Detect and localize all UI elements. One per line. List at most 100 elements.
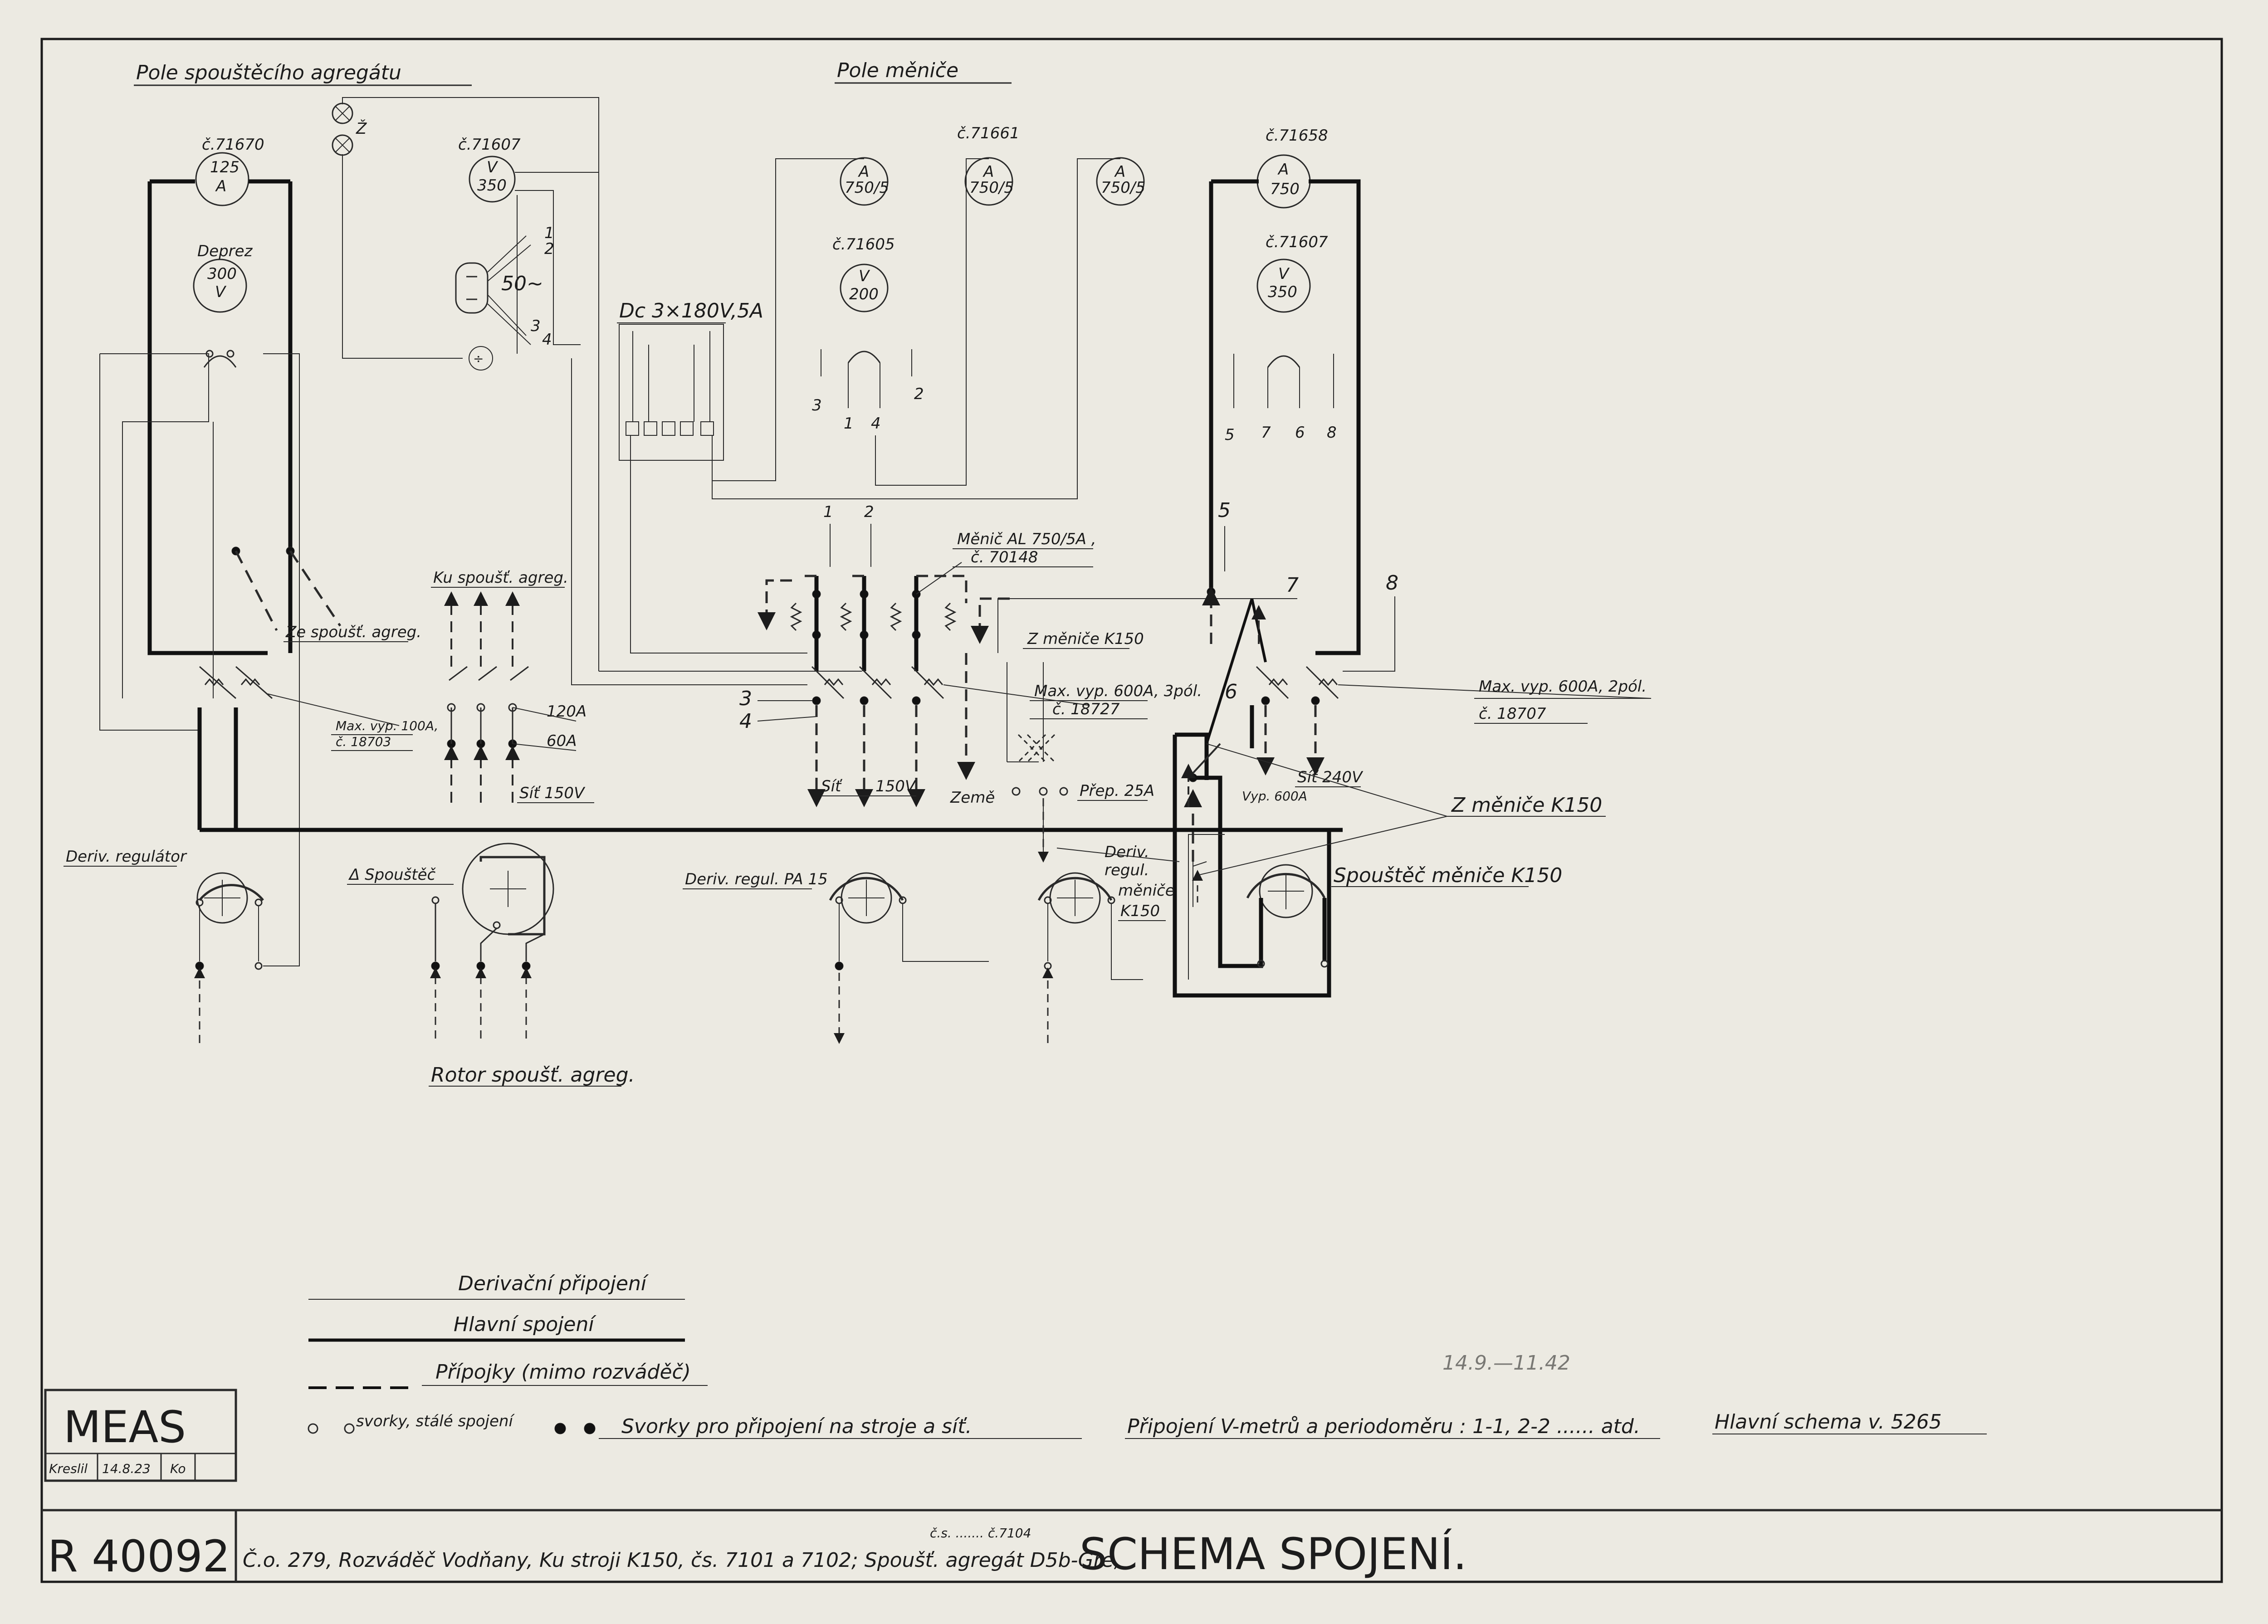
voltmeter-200v-value: 200: [849, 285, 879, 303]
freq-wire: [487, 235, 531, 345]
right-terminal-8: 8: [1327, 424, 1337, 442]
derivation-wire: [99, 354, 200, 731]
max-vyp-600-2pol-label: Max. vyp. 600A, 2pól.: [1479, 678, 1647, 696]
main-wire: [1175, 732, 1209, 780]
voltmeter-terminal-4: 4: [871, 415, 881, 433]
leader-line: [916, 562, 962, 595]
terminal-dot: [1261, 696, 1270, 705]
voltmeter-350v-right-number: č.71607: [1266, 233, 1328, 251]
ammeter-750-5-c-unit: A: [1114, 163, 1125, 181]
sit-240-label: Síť 240V: [1297, 768, 1364, 786]
drawing-number: R 40092: [48, 1531, 230, 1582]
legend-svorky-pripojeni-label: Svorky pro připojení na stroje a síť.: [621, 1415, 972, 1438]
shunt-element: [700, 421, 714, 436]
breaker-contact: [1256, 666, 1339, 699]
meter-wire: [821, 349, 912, 408]
legend-open-terminal: [344, 1423, 355, 1434]
terminal-open: [1257, 960, 1265, 968]
main-wire: [1259, 898, 1327, 961]
voltmeter-terminal-1: 1: [844, 415, 854, 433]
voltmeter-350v-right-icon: [1256, 258, 1311, 313]
voltmeter-300v-value: 300: [207, 265, 237, 283]
terminal-dot: [476, 961, 485, 970]
num-8: 8: [1386, 571, 1398, 595]
ammeter-750-5-b-value: 750/5: [969, 179, 1014, 197]
terminal-dot: [835, 961, 844, 970]
ammeter-750a-number: č.71658: [1266, 127, 1328, 145]
fuse-icon: [469, 346, 493, 371]
zeme-label: Země: [950, 789, 995, 807]
derivation-wire: [1007, 662, 1044, 762]
voltmeter-200v-icon: [840, 263, 889, 312]
meter-wire: [1233, 354, 1334, 408]
current-transformer-icon: [790, 602, 802, 631]
voltmeter-350v-right-value: 350: [1268, 283, 1297, 301]
starter-k150-icon: [1259, 864, 1313, 918]
center-section-title: Pole měniče: [837, 59, 958, 82]
derivation-wire: [342, 154, 463, 359]
rheostat-arc: [199, 884, 264, 901]
terminal-dot: [1311, 696, 1320, 705]
drawing-date: 14.8.23: [102, 1461, 151, 1476]
main-wire: [1173, 735, 1331, 998]
ammeter-125a-number: č.71670: [202, 136, 264, 154]
company-name: MEAS: [64, 1402, 186, 1453]
connection-dashed: [289, 550, 342, 627]
ku-spoust-label: Ku spoušť. agreg.: [433, 569, 568, 587]
voltmeter-200v-number: č.71605: [832, 235, 895, 254]
num-5: 5: [1218, 499, 1231, 522]
right-terminal-7: 7: [1261, 424, 1271, 442]
derivation-wire: [1188, 834, 1225, 980]
shunt-element: [680, 421, 694, 436]
voltmeter-350v-right-unit: V: [1278, 265, 1290, 283]
main-wire-left-frame: [147, 181, 268, 655]
main-wire: [1205, 598, 1253, 744]
shunt-element: [626, 421, 639, 436]
z-menice-k150-top-label: Z měniče K150: [1027, 630, 1144, 648]
ammeter-750-5-a-value: 750/5: [845, 179, 889, 197]
terminal-open: [1039, 787, 1048, 796]
fuse-60a-label: 60A: [547, 732, 577, 750]
connection-dashed: [758, 579, 798, 630]
leader-line: [757, 716, 817, 722]
freq-terminal-4: 4: [542, 331, 552, 349]
drawing-initials: Ko: [170, 1461, 186, 1476]
c-18727-label: č. 18727: [1052, 700, 1120, 718]
leader-line: [512, 743, 577, 751]
ammeter-125a-unit: A: [215, 177, 226, 195]
connection-dashed: [798, 575, 968, 603]
starter-wire: [435, 903, 545, 961]
terminal-dot: [431, 961, 440, 970]
breaker-coil: [824, 678, 844, 686]
legend-vmetru-label: Připojení V-metrů a periodoměru : 1-1, 2…: [1127, 1415, 1640, 1438]
legend-pripojky-label: Přípojky (mimo rozváděč): [435, 1361, 691, 1384]
shunt-wire: [632, 331, 710, 422]
main-wire-right-frame: [1211, 179, 1361, 655]
num-6: 6: [1225, 680, 1237, 703]
starter-contact-bar: [479, 856, 546, 936]
breaker-coil: [240, 678, 260, 686]
terminal-open: [254, 962, 263, 970]
leader-line: [267, 693, 400, 726]
derivation-wire: [712, 158, 1120, 499]
deriv-regul-menice-3: měniče: [1118, 882, 1175, 900]
current-transformer-icon: [890, 602, 902, 631]
freq-terminal-2: 2: [544, 240, 554, 258]
derivation-wire: [630, 435, 807, 654]
ammeter-750a-value: 750: [1270, 180, 1300, 198]
ammeter-750-5-b-unit: A: [982, 163, 994, 181]
deriv-regul-menice-1: Deriv.: [1105, 843, 1149, 861]
meter-wire: [515, 172, 599, 345]
derivation-wire: [263, 353, 300, 966]
legend-svorky-stale-label: svorky, stálé spojení: [356, 1412, 515, 1430]
num-4: 4: [739, 710, 752, 733]
num-3: 3: [739, 687, 752, 710]
ammeter-750a-unit: A: [1277, 161, 1289, 179]
drawing-border: [40, 38, 2223, 1583]
voltmeter-350v-left-unit: V: [487, 158, 499, 176]
c-70148-label: č. 70148: [971, 548, 1038, 566]
right-terminal-6: 6: [1295, 424, 1305, 442]
legend-derivacni-label: Derivační připojení: [458, 1272, 649, 1295]
